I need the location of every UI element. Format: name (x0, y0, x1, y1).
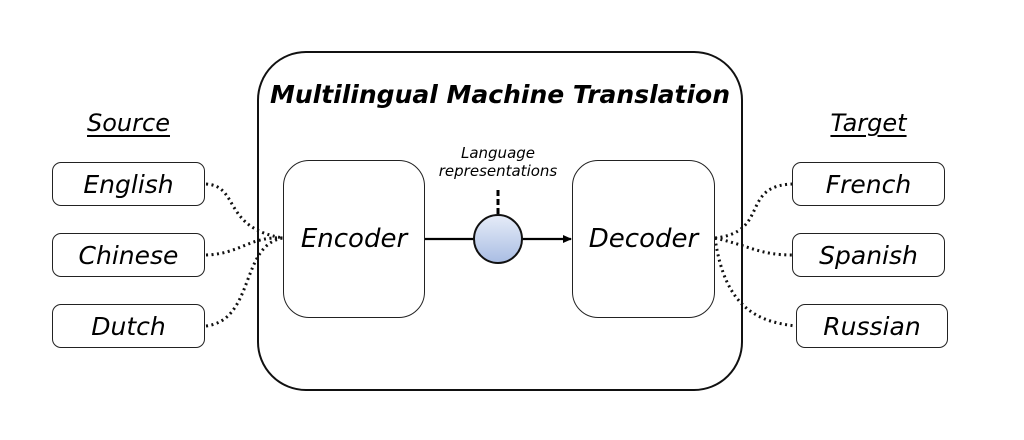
connector-english-encoder (205, 182, 284, 240)
target-language-french: French (792, 162, 945, 206)
connector-decoder-spanish (714, 236, 793, 257)
target-heading: Target (830, 109, 907, 137)
language-representation-node (473, 214, 523, 264)
connector-dutch-encoder (205, 236, 284, 328)
target-language-russian: Russian (796, 304, 948, 348)
representation-label-line2: representations (438, 162, 558, 180)
connector-decoder-russian (713, 237, 797, 328)
representation-label-line1: Language (460, 144, 536, 162)
source-language-dutch: Dutch (52, 304, 205, 348)
target-language-spanish: Spanish (792, 233, 945, 277)
mmt-system-container (257, 51, 743, 391)
decoder-block: Decoder (572, 160, 715, 318)
source-language-chinese: Chinese (52, 233, 205, 277)
diagram-title: Multilingual Machine Translation (269, 80, 731, 109)
source-language-english: English (52, 162, 205, 206)
source-heading: Source (87, 109, 170, 137)
encoder-block: Encoder (283, 160, 425, 318)
representation-label: Language representations (418, 144, 578, 180)
connector-chinese-encoder (205, 236, 284, 257)
connector-decoder-french (714, 182, 793, 240)
